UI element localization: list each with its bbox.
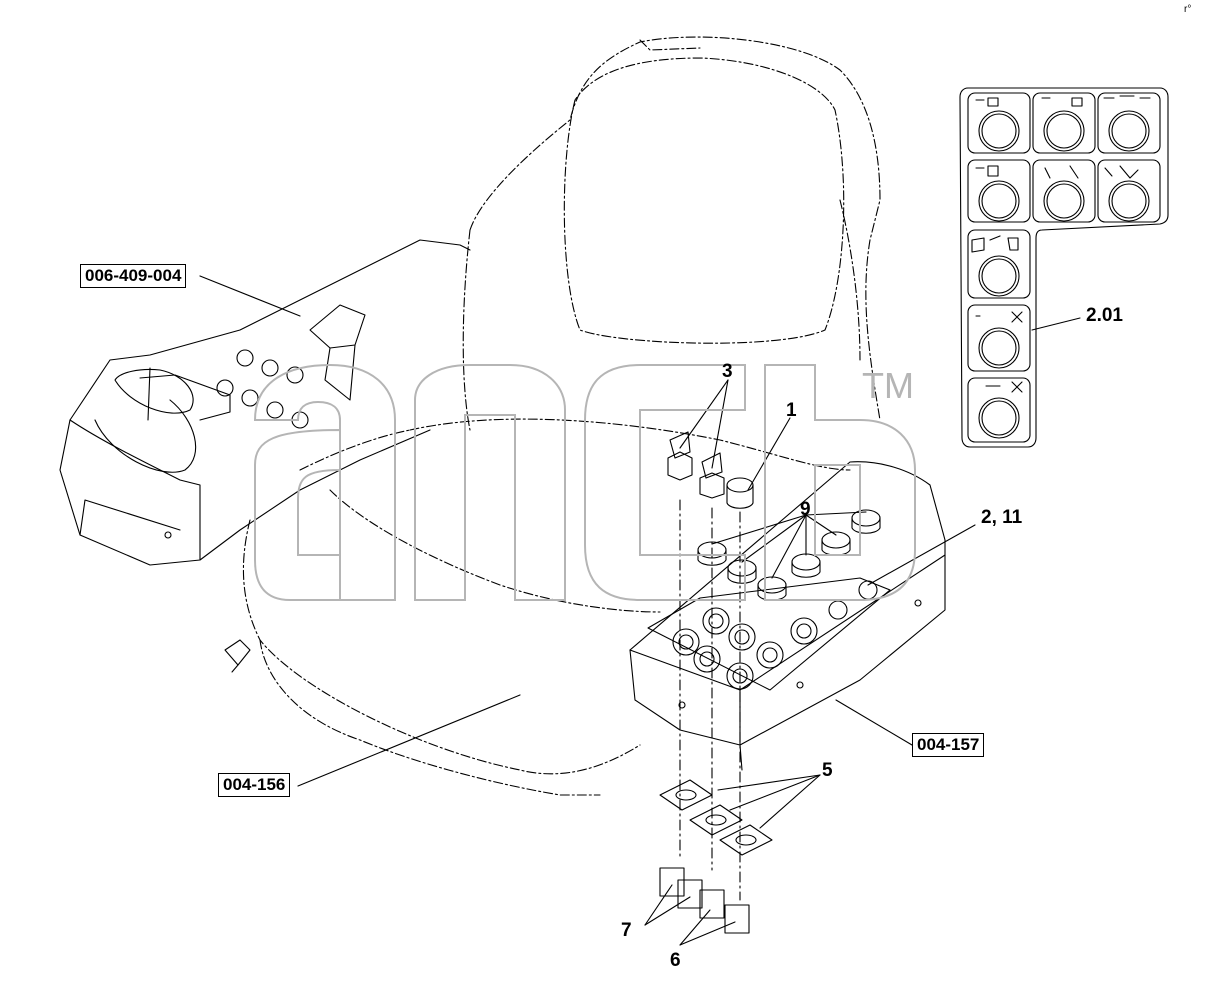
callout-2-11: 2, 11: [981, 507, 1023, 528]
seat-lever: [224, 639, 251, 666]
part-5-brackets: [659, 779, 773, 856]
part-9-caps: [697, 509, 881, 601]
right-armrest-console: [629, 461, 946, 771]
watermark-logo: [253, 363, 916, 601]
switch-panel-inset: [959, 87, 1169, 448]
leader-lines: [199, 275, 1081, 946]
reference-label-004-157[interactable]: 004-157: [912, 733, 985, 757]
assembly-lines: [679, 499, 741, 901]
callout-9: 9: [800, 499, 811, 520]
callout-1: 1: [786, 400, 797, 421]
callout-5: 5: [822, 760, 833, 781]
callout-6: 6: [670, 950, 681, 971]
left-armrest-console: [59, 239, 471, 566]
reference-label-006-409-004[interactable]: 006-409-004: [80, 264, 187, 288]
watermark-trademark: TM: [862, 365, 914, 406]
part-3-switches: [667, 431, 754, 509]
callout-7: 7: [621, 920, 632, 941]
callout-3: 3: [722, 361, 733, 382]
seat-backrest: [462, 36, 881, 431]
callout-2-01: 2.01: [1086, 305, 1123, 326]
seat-cushion: [242, 418, 851, 796]
reference-label-004-156[interactable]: 004-156: [218, 773, 291, 797]
part-6-7-contacts: [659, 867, 750, 934]
corner-mark: r°: [1184, 4, 1192, 15]
